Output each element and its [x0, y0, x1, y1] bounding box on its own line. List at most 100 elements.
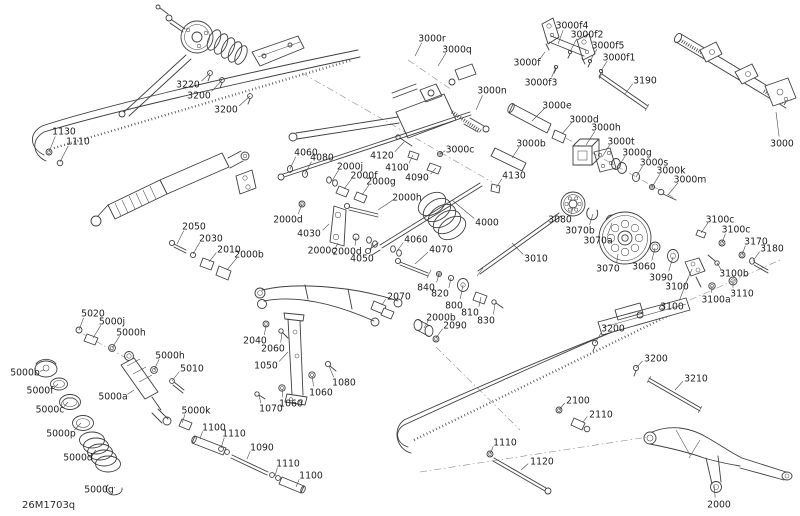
callout-leader-3080: [570, 206, 574, 215]
callout-leader-4120: [394, 141, 405, 152]
callout-leader-1080: [328, 365, 334, 378]
callout-leader-4100: [408, 154, 414, 164]
callout-2070: 2070: [387, 291, 411, 302]
callout-leader-3100b: [716, 262, 722, 270]
callout-5000k: 5000k: [181, 405, 211, 416]
callout-leader-1050: [278, 351, 289, 362]
callout-leader-3200: [635, 360, 643, 369]
callout-1090: 1090: [250, 442, 274, 453]
callout-2000d: 2000d: [332, 246, 362, 257]
callout-leader-3000g: [618, 155, 626, 167]
callout-5000a: 5000a: [98, 391, 127, 402]
callout-leader-1100: [199, 431, 203, 440]
callout-3000f2: 3000f2: [571, 29, 604, 40]
callout-800: 800: [445, 300, 463, 311]
callout-3000m: 3000m: [674, 174, 707, 185]
callout-leader-1110: [59, 145, 69, 163]
callout-leader-4080: [304, 161, 312, 175]
callout-3210: 3210: [684, 373, 708, 384]
callout-leader-2000h: [377, 199, 394, 211]
callout-3070a: 3070a: [583, 235, 612, 246]
callout-3080: 3080: [548, 214, 572, 225]
callout-3000f5: 3000f5: [592, 40, 625, 51]
callout-leader-2000b: [226, 257, 238, 271]
callout-leader-2030: [192, 242, 201, 255]
idler-wheel-cluster: [560, 191, 679, 265]
callout-leader-5000h: [111, 336, 120, 349]
callout-3000t: 3000t: [607, 136, 635, 147]
callout-1110: 1110: [222, 428, 246, 439]
callout-leader-3190: [624, 83, 633, 95]
callout-leader-5000d: [91, 449, 97, 455]
callout-3000f: 3000f: [514, 57, 542, 68]
callout-4090: 4090: [405, 172, 429, 183]
callout-leader-3100c: [700, 222, 709, 234]
callout-3100: 3100: [660, 301, 684, 312]
callout-2010: 2010: [217, 244, 241, 255]
callout-2000: 2000: [707, 499, 731, 510]
callout-leader-3170: [741, 245, 746, 256]
callout-leader-4070: [414, 251, 429, 265]
callout-1110: 1110: [66, 136, 90, 147]
callout-leader-5000g: [113, 486, 116, 489]
callout-leader-2000j: [331, 170, 339, 182]
callout-leader-1110: [274, 467, 278, 477]
callout-leader-3100c: [721, 233, 726, 244]
callout-leader-4090: [430, 167, 437, 175]
front-rail-assembly: [32, 35, 361, 167]
callout-leader-2090: [435, 328, 443, 339]
callout-4120: 4120: [370, 150, 394, 161]
callout-leader-3000f5: [589, 49, 598, 62]
callout-4050: 4050: [350, 253, 374, 264]
callout-2000g: 2000g: [366, 176, 396, 187]
callout-leader-3000d: [561, 122, 572, 135]
callout-2000j: 2000j: [337, 161, 363, 172]
callout-leader-5020: [78, 317, 84, 331]
callout-leader-820: [448, 277, 452, 288]
callout-leader-2010: [208, 252, 217, 263]
callout-4080: 4080: [310, 152, 334, 163]
callout-leader-3200: [238, 95, 251, 107]
callout-leader-3000m: [667, 182, 679, 196]
callout-leader-3220: [201, 72, 211, 82]
callout-2000d: 2000d: [273, 214, 303, 225]
rear-axle-assembly: [673, 32, 797, 109]
callout-3200: 3200: [214, 104, 238, 115]
callout-leader-5000a: [127, 389, 135, 395]
callout-leader-3000f3: [551, 66, 557, 78]
callout-leader-3010: [511, 242, 524, 255]
callout-3200: 3200: [187, 90, 211, 101]
link-1050-cluster: [283, 312, 308, 406]
callout-leader-4130: [495, 178, 503, 189]
callout-leader-5000k: [181, 414, 186, 424]
callout-2060: 2060: [261, 343, 285, 354]
callout-1060: 1060: [279, 398, 303, 409]
callout-leader-5000h: [153, 359, 160, 371]
callout-5000g: 5000g: [84, 484, 114, 495]
callout-3000c: 3000c: [446, 144, 475, 155]
callout-leader-5000f: [53, 383, 59, 389]
callout-1110: 1110: [276, 458, 300, 469]
callout-leader-1110: [489, 445, 494, 455]
callout-3000d: 3000d: [569, 114, 599, 125]
callout-leader-2000: [713, 484, 716, 498]
callout-2000b: 2000b: [234, 249, 264, 260]
callout-5010: 5010: [180, 363, 204, 374]
callout-3060: 3060: [632, 261, 656, 272]
callout-leader-4060: [289, 156, 296, 170]
callout-leader-3000b: [511, 146, 520, 159]
rear-rail-assembly: [396, 297, 703, 495]
callout-leader-3000t: [601, 145, 610, 158]
callout-3180: 3180: [760, 243, 784, 254]
callout-leader-1070: [258, 394, 262, 404]
callout-leader-2110: [582, 416, 588, 423]
callout-leader-3000f1: [600, 60, 608, 72]
callout-leader-3000f: [539, 51, 546, 59]
callout-3170: 3170: [744, 236, 768, 247]
callout-leader-5000b: [39, 369, 45, 372]
callout-4000: 4000: [475, 217, 499, 228]
tie-rods-1100: [178, 418, 306, 494]
callout-leader-3000e: [531, 108, 545, 122]
callout-3200: 3200: [601, 323, 625, 334]
callout-1120: 1120: [530, 456, 554, 467]
